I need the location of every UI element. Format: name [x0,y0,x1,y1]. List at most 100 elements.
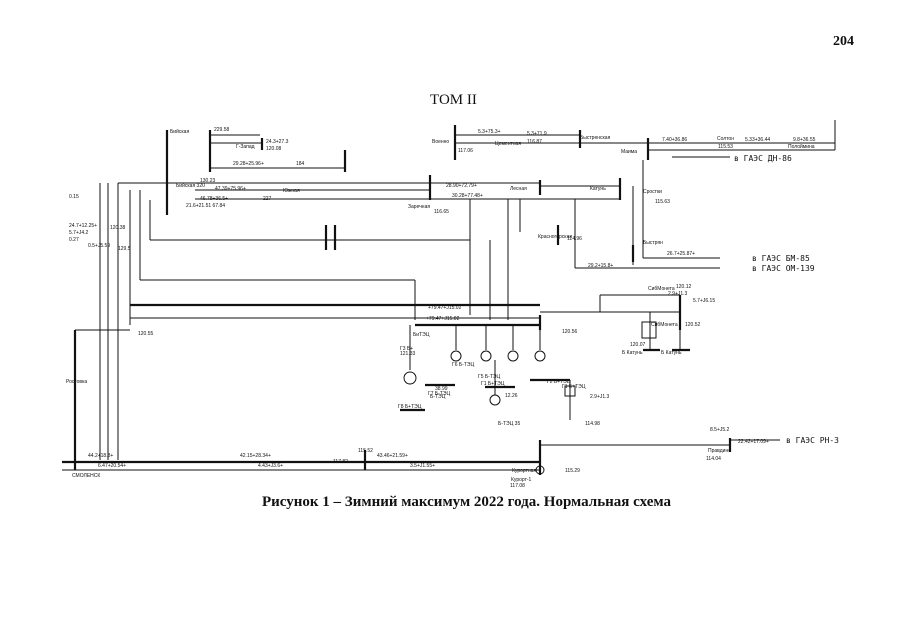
value-24: 26.7+25.87+ [667,251,695,257]
value-2: 24.3+27.3 [266,139,289,145]
label-g6: Г6 Б-ТЭЦ [452,362,474,368]
label-g2: Г2 Б+ТЭЦ [547,379,571,385]
generator-g8-symbol [534,330,546,362]
label-ges-bm85: в ГАЭС БМ-85 [752,254,810,263]
label-biyskaya-320: Бийская 320 [176,182,205,189]
label-lesnaya: Лесная [510,186,527,192]
volume-heading: ТОМ II [430,92,477,108]
value-8: 130.23 [200,178,216,184]
value-47: 5.7+J4.2 [69,230,89,236]
label-bitets: БиТЭЦ [413,332,430,338]
transformer-box [641,321,657,339]
label-sibmonet-1: СибМонета [648,286,675,292]
label-srostki: Сростки [643,189,662,195]
label-b-tets-35: Б-ТЭЦ 35 [498,421,520,427]
label-kurort: Курорт-1 [511,477,532,483]
label-g5: Г5 Б-ТЭЦ [478,374,500,380]
label-poloymannaya: Полоймина [788,143,815,150]
label-g8: Г8 Б+ТЭЦ [398,404,422,410]
value-38: 115.52 [358,448,373,454]
kurort-generator-symbol [535,465,545,475]
value-21: 114.96 [567,236,582,242]
value-44: 8.5+J5.2 [710,427,730,433]
value-25: 29.2+15.8+ [588,263,613,269]
value-48: 120.38 [110,225,126,231]
value-32: 115.29 [565,468,580,474]
label-kurortnaya: Курортная [512,468,536,474]
value-46: 0.27 [69,237,79,243]
value-23: 115.63 [655,199,670,205]
value-51: 0.5+J5.59 [88,243,110,249]
value-27: 120.52 [685,322,701,328]
label-sibmonet-2: СибМонета [651,322,678,328]
value-43: 22.42+17.09+ [738,439,769,445]
value-33: 114.04 [706,456,721,462]
label-katun: Катунь [590,186,606,192]
value-30: +79.47+J15.02 [428,305,462,311]
value-57: 38.99 [435,386,448,392]
value-7: 46.78+36.5+ [200,196,228,202]
value-18: 115.53 [718,144,733,150]
generator-g7-symbol [507,325,519,362]
label-rostovka: Ростовка [66,379,87,385]
value-5: 184 [296,161,305,167]
generator-low-symbol [489,360,501,406]
label-g1: Г1 Б+ТЭЦ [481,381,505,387]
value-50: 24.7+12.25+ [69,223,97,229]
label-tsementnaya: Цементная [495,141,521,147]
value-41: 6.47+20.54+ [98,463,126,469]
value-1: 229.58 [214,127,230,133]
value-28: 120.56 [562,329,578,335]
value-55: 120.07 [630,342,646,348]
value-15: 7.40+36.86 [662,137,687,143]
label-ges-om139: в ГАЭС ОМ-139 [752,264,815,273]
value-26: 120.12 [676,284,692,290]
value-17: 9.8+36.55 [793,137,816,143]
value-45: 0.15 [69,194,79,200]
value-10: 227 [263,196,272,202]
label-g3: Г3 Б+ [400,346,413,352]
value-39: 43.46+21.59+ [377,453,408,459]
value-58: 121.33 [400,351,416,357]
value-29: 120.55 [138,331,154,337]
value-52: 5.7+J6.15 [693,298,715,304]
label-g-zapad: Г-Запад [236,144,255,150]
figure-caption: Рисунок 1 – Зимний максимум 2022 года. Н… [262,494,672,510]
value-40: 3.5+J1.55+ [410,463,435,469]
value-35: 42.15+28.34+ [240,453,271,459]
page-number: 204 [833,34,854,49]
value-4: 29.28+25.96+ [233,161,264,167]
label-smolensk: СМОЛЕНСК [72,473,100,479]
value-20: 30.28+77.48+ [452,193,483,199]
value-19: 28.90+72.79+ [446,183,477,189]
value-42: 117.08 [510,483,525,489]
label-maima: Маима [621,149,637,155]
value-3: 120.08 [266,146,282,152]
label-biyskaya: Бийская [170,128,189,135]
value-22: 116.65 [434,209,449,215]
value-31: +79.47+J15.02 [426,316,460,322]
label-b-katun-2: Б Катунь [661,350,682,356]
label-bystrenskaya: Быстренская [580,135,611,141]
value-36: 4.43+J3.6+ [258,463,283,469]
label-ges-rn3: в ГАЭС РН-3 [786,436,839,445]
label-pravdino: Правдино [708,448,731,454]
value-16: 5.33+36.44 [745,137,770,143]
value-49: 129.5 [118,246,131,252]
generator-g5-symbol [480,325,492,362]
value-54: 2.9+J1.3 [590,394,610,400]
label-krasnogorskaya: Красногорская [538,234,572,240]
label-bystrian: Быстрян [643,240,663,246]
value-53: 2.9+J1.3 [668,291,688,297]
label-g4: Г1 Б+ТЭЦ [562,384,586,390]
label-g7: Г7 Б-ТЭЦ [428,391,450,397]
value-59: 114.98 [585,421,600,427]
value-34: 44.2+18.8+ [88,453,113,459]
label-b-katun-1: Б Катунь [622,350,643,356]
value-9: 21.6+21.51 67.84 [186,203,225,209]
label-soltonskaya: Солтон [717,136,734,142]
label-uzhnaya: Южная [283,188,300,194]
value-56: 12.26 [505,393,518,399]
value-12: 5.3+71.9 [527,131,547,137]
value-11: 5.3+75.3+ [478,129,501,135]
